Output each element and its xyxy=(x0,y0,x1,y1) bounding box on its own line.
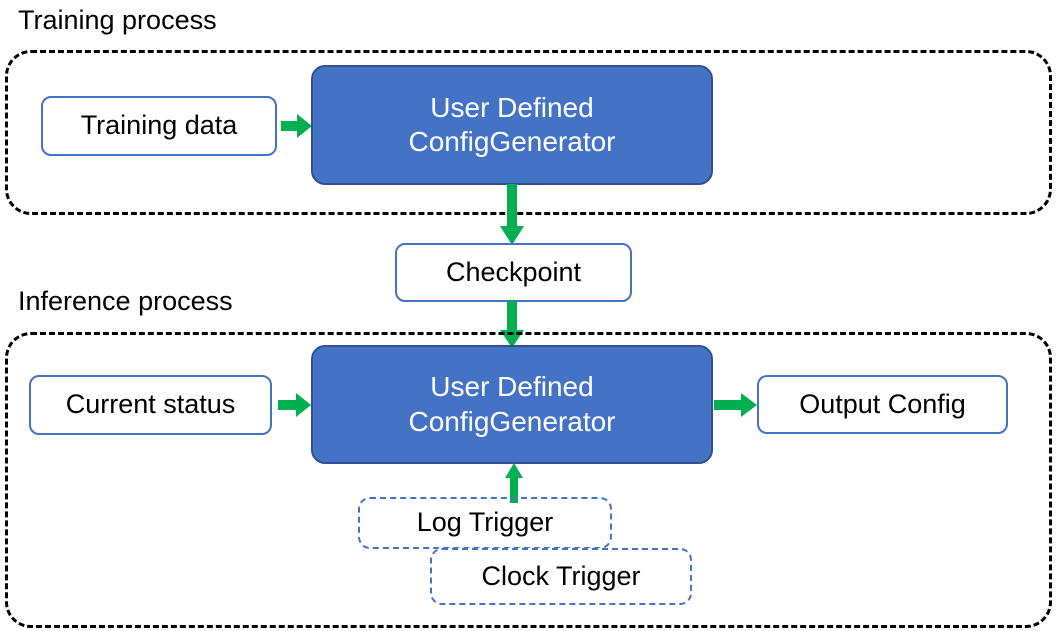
inference-generator-line2: ConfigGenerator xyxy=(408,405,616,437)
training-data-box[interactable]: Training data xyxy=(41,96,277,156)
clock-trigger-box[interactable]: Clock Trigger xyxy=(430,548,692,605)
checkpoint-label: Checkpoint xyxy=(445,256,582,287)
checkpoint-box[interactable]: Checkpoint xyxy=(395,243,632,302)
training-generator-line2: ConfigGenerator xyxy=(408,126,616,157)
training-generator-line1: User Defined xyxy=(430,91,594,123)
training-config-generator-box[interactable]: User Defined ConfigGenerator xyxy=(311,65,713,185)
training-data-label: Training data xyxy=(80,110,238,141)
inference-process-container xyxy=(5,332,1052,628)
training-process-title: Training process xyxy=(18,5,217,35)
inference-config-generator-box[interactable]: User Defined ConfigGenerator xyxy=(311,345,713,464)
current-status-label: Current status xyxy=(65,389,236,420)
inference-process-title: Inference process xyxy=(18,286,233,316)
training-process-container xyxy=(5,50,1052,215)
output-config-label: Output Config xyxy=(799,388,966,419)
inference-generator-line1: User Defined xyxy=(430,371,594,403)
log-trigger-box[interactable]: Log Trigger xyxy=(358,497,612,549)
clock-trigger-label: Clock Trigger xyxy=(481,560,641,591)
output-config-box[interactable]: Output Config xyxy=(757,375,1008,434)
current-status-box[interactable]: Current status xyxy=(29,375,272,435)
log-trigger-label: Log Trigger xyxy=(416,507,554,538)
